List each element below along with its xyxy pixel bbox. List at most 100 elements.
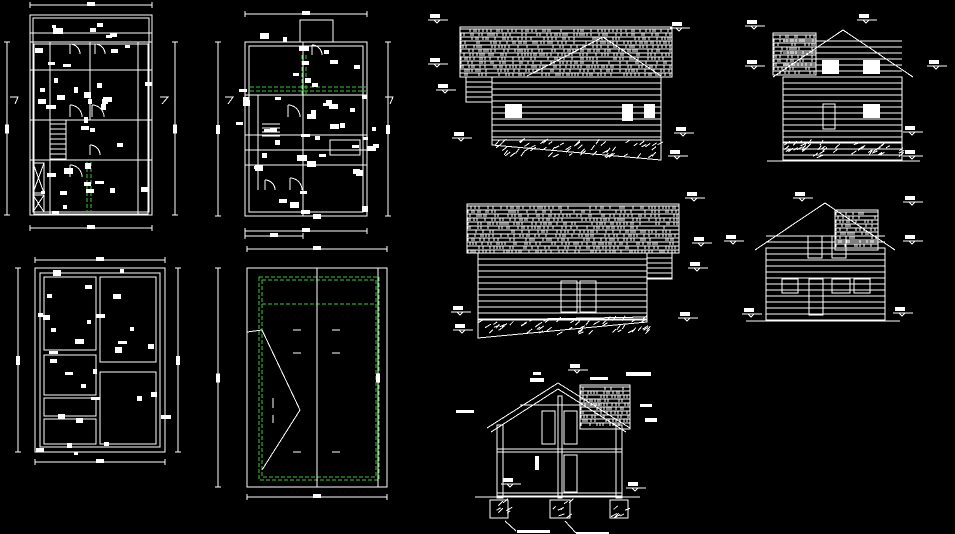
level-label — [628, 482, 638, 486]
stone-hatch — [595, 138, 600, 145]
stair — [32, 119, 67, 161]
stone-hatch — [602, 149, 608, 154]
dimension-label — [243, 97, 249, 103]
dimension-label — [312, 83, 318, 87]
door-swing — [264, 179, 276, 191]
foundation-stone — [782, 141, 903, 161]
stone-hatch — [868, 149, 873, 155]
dimension-label — [323, 103, 328, 106]
window — [505, 104, 522, 118]
stone-hatch — [495, 139, 500, 146]
hip-line — [261, 329, 301, 471]
level-label — [453, 306, 463, 310]
level-label — [795, 192, 805, 196]
closet — [32, 162, 45, 194]
stone-hatch — [548, 152, 554, 157]
stone-hatch — [542, 138, 549, 144]
stone-hatch — [857, 146, 864, 151]
dimension-label — [57, 95, 65, 100]
stone-hatch — [504, 151, 511, 157]
dimension-label — [74, 87, 78, 93]
level-marker — [506, 483, 514, 488]
dimension-label — [279, 199, 287, 203]
dimension-label — [106, 35, 112, 38]
level-label — [905, 150, 915, 154]
dimension-label — [141, 187, 149, 192]
dimension-label — [329, 104, 338, 109]
dimension-label — [236, 122, 243, 125]
dimension-label — [330, 124, 339, 129]
stone-hatch — [554, 145, 560, 149]
stone-hatch — [819, 140, 824, 146]
post — [557, 395, 563, 499]
stone-hatch — [785, 148, 791, 152]
dimension-label — [125, 45, 130, 48]
stone-hatch — [619, 513, 624, 517]
level-label — [680, 312, 690, 316]
stone-hatch — [641, 144, 647, 148]
stone-hatch — [624, 507, 631, 511]
dimension-label — [84, 92, 91, 98]
dimension-label — [350, 108, 355, 112]
bathroom-fixture — [329, 139, 361, 156]
dimension-label — [130, 327, 134, 331]
door — [808, 278, 824, 316]
dimension-label — [145, 82, 152, 86]
level-label — [905, 126, 915, 130]
dimension-label — [313, 214, 321, 219]
stone-hatch — [868, 149, 872, 153]
dimension-text — [5, 124, 9, 134]
stone-hatch — [859, 145, 866, 150]
stone-hatch — [878, 151, 883, 156]
level-marker — [697, 242, 705, 247]
level-marker — [750, 25, 758, 30]
balcony — [299, 19, 334, 43]
level-marker — [458, 329, 466, 334]
foundation-inner — [39, 272, 161, 448]
ground-floor-plan — [4, 2, 178, 231]
dimension-text — [173, 124, 177, 134]
dimension-label — [91, 397, 100, 400]
dimension-label — [87, 320, 91, 324]
window — [831, 235, 847, 259]
level-label — [694, 237, 704, 241]
dimension-label — [302, 61, 309, 65]
dimension-label — [85, 163, 91, 169]
stone-hatch — [552, 505, 557, 510]
window — [541, 410, 556, 445]
stone-hatch — [566, 513, 573, 519]
dimension-label — [40, 88, 45, 92]
dimension-label — [356, 170, 363, 176]
elevation-side-left — [428, 14, 694, 161]
stone-hatch — [502, 145, 508, 151]
dimension-label — [367, 146, 376, 151]
stone-hatch — [652, 142, 657, 147]
dimension-label — [330, 60, 338, 64]
window — [853, 278, 871, 294]
stone-hatch — [606, 147, 611, 153]
post — [496, 424, 504, 499]
dimension-label — [255, 165, 263, 171]
stone-hatch — [509, 320, 514, 326]
dimension-label — [63, 205, 67, 209]
level-label — [454, 132, 464, 136]
dimension-text — [16, 356, 20, 365]
post — [615, 424, 623, 499]
closet-x — [32, 162, 45, 194]
stone-hatch — [612, 146, 617, 152]
dimension-text — [96, 257, 104, 261]
stone-hatch — [885, 145, 891, 149]
dimension-label — [95, 181, 104, 184]
door-swing — [94, 43, 106, 55]
stone-hatch — [501, 138, 507, 144]
elevation-side-right — [451, 192, 712, 339]
dimension-label — [307, 161, 316, 167]
dimension-label — [81, 384, 86, 388]
stone-hatch — [898, 151, 905, 157]
stone-hatch — [606, 316, 611, 322]
dimension-label — [97, 23, 103, 27]
stone-hatch — [643, 327, 648, 331]
dimension-label — [305, 78, 311, 83]
stone-hatch — [616, 324, 621, 331]
